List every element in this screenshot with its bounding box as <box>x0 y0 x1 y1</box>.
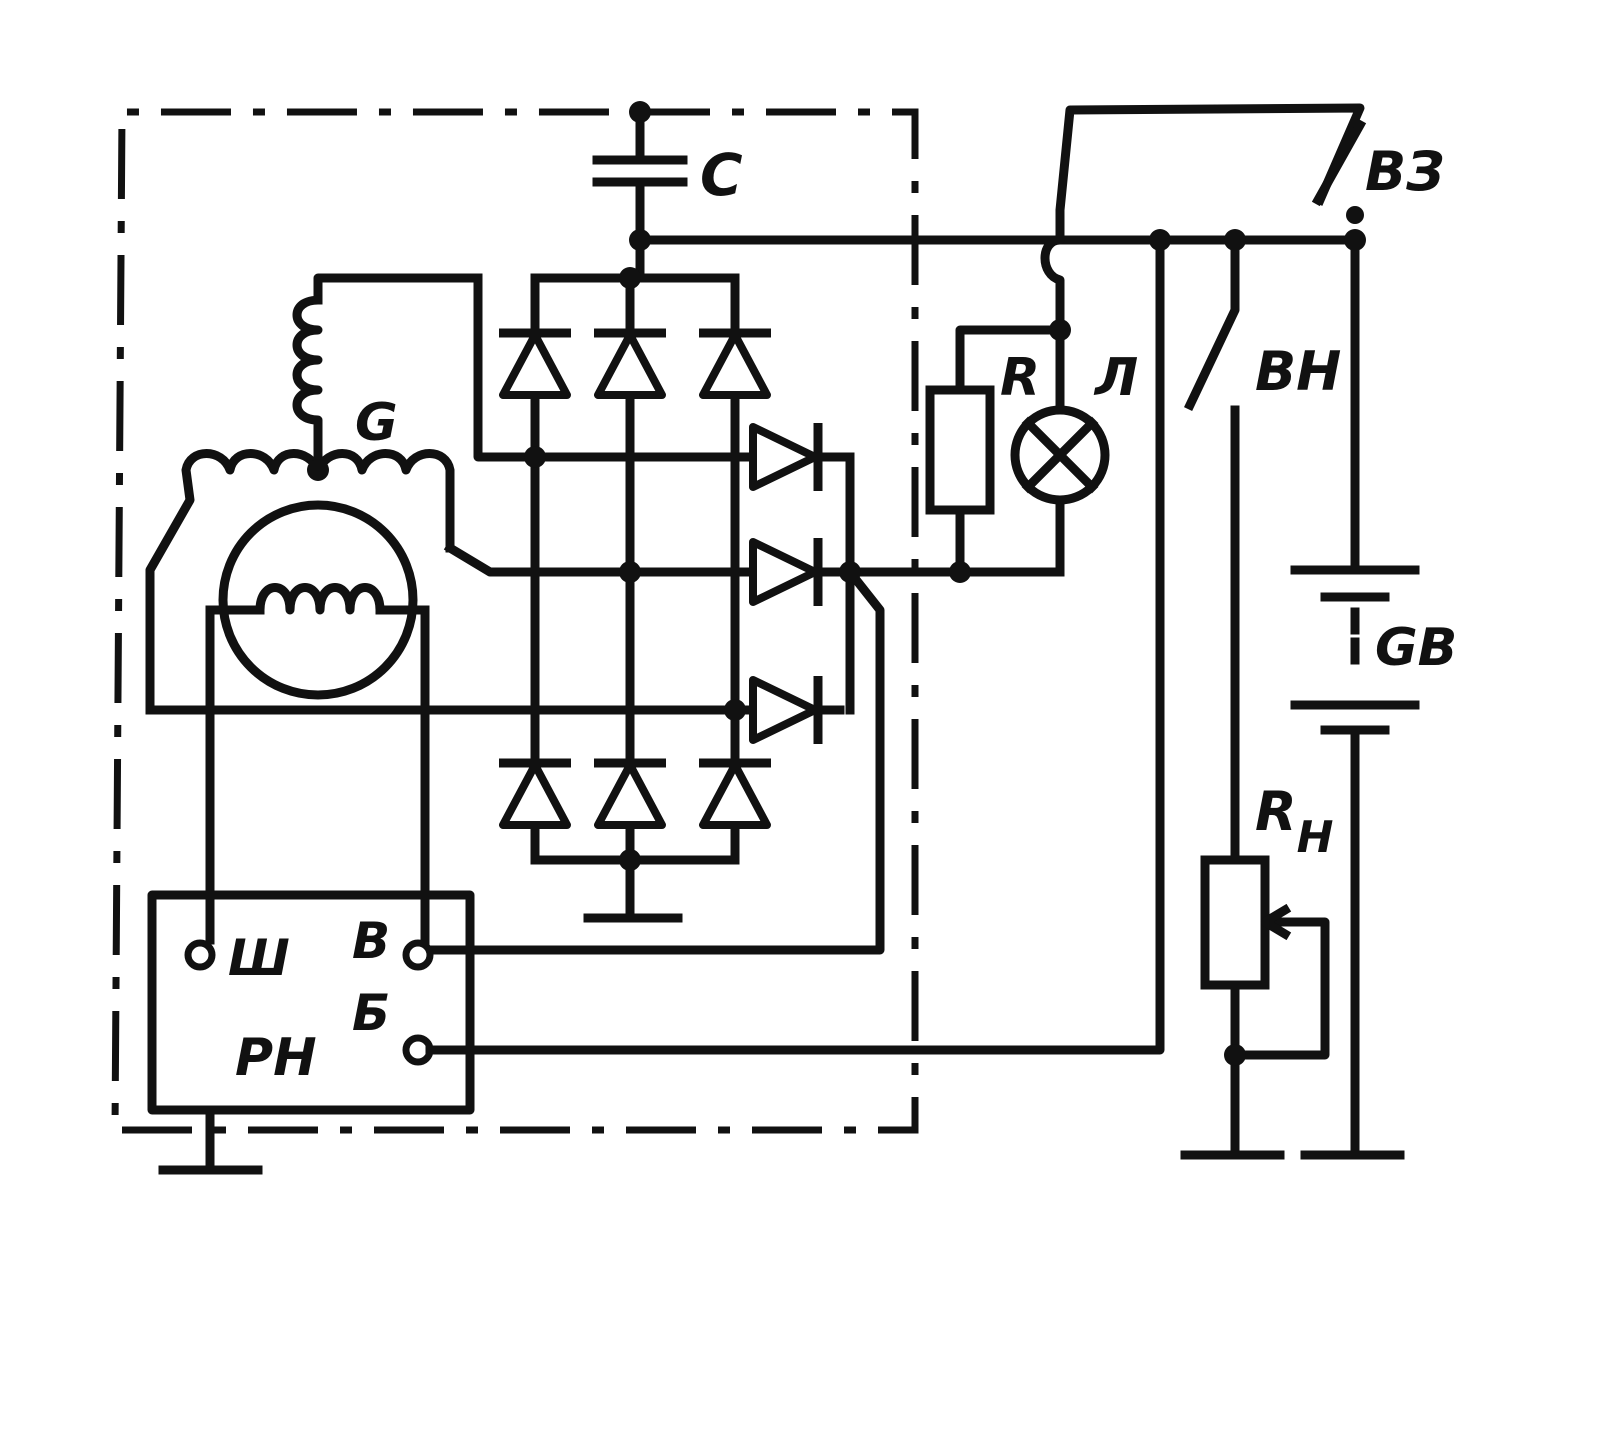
diode-d6 <box>699 763 771 825</box>
load-resistor-rn <box>1200 855 1270 990</box>
label-terminal-sh: Ш <box>228 929 290 987</box>
diode-d4 <box>499 763 571 825</box>
label-battery: GB <box>1375 618 1457 678</box>
capacitor-c <box>592 107 688 245</box>
junction-dots <box>307 101 1366 1066</box>
lamp-branch-wire <box>955 500 1065 577</box>
label-terminal-v: В <box>352 912 390 970</box>
terminal-v[interactable] <box>402 939 434 971</box>
auxiliary-to-regulator-v <box>420 565 885 955</box>
regulator-ground <box>158 1105 263 1175</box>
phase-row-2 <box>443 541 855 577</box>
diode-d8 <box>753 538 818 606</box>
voltage-regulator-box <box>147 890 475 1115</box>
label-load-resistor: RН <box>1255 780 1333 863</box>
phase-row-1 <box>473 273 855 462</box>
diode-d1 <box>499 333 571 395</box>
diode-d7 <box>753 423 818 491</box>
label-terminal-b: Б <box>352 984 390 1042</box>
diode-d9 <box>753 676 818 744</box>
label-lamp: Л <box>1093 348 1138 408</box>
generator-housing-boundary <box>111 108 919 1134</box>
label-load-switch: ВН <box>1255 340 1341 403</box>
regulator-b-lead <box>425 235 1165 1055</box>
battery-ground <box>1300 725 1405 1160</box>
label-capacitor: C <box>700 141 743 209</box>
load-switch-vn[interactable] <box>1184 235 1240 411</box>
lamp-l <box>1010 325 1110 505</box>
terminal-sh[interactable] <box>184 939 216 971</box>
ignition-switch-vz[interactable] <box>1311 118 1367 207</box>
rheostat-arrow <box>1260 903 1292 941</box>
resistor-r <box>925 385 995 515</box>
generator-rotor <box>205 500 430 700</box>
lamp-to-ignition-wire <box>1040 103 1365 335</box>
generator-stator-windings <box>145 273 483 715</box>
label-generator: G <box>355 393 398 453</box>
diode-d2 <box>594 333 666 395</box>
diode-d3 <box>699 333 771 395</box>
load-ground <box>1180 980 1285 1160</box>
label-regulator: РН <box>235 1028 317 1088</box>
battery-gb <box>1290 565 1420 735</box>
rheostat-slider[interactable] <box>1230 917 1330 1060</box>
label-ignition-switch: ВЗ <box>1365 140 1445 203</box>
label-resistor: R <box>1000 348 1040 408</box>
diode-d5 <box>594 763 666 825</box>
